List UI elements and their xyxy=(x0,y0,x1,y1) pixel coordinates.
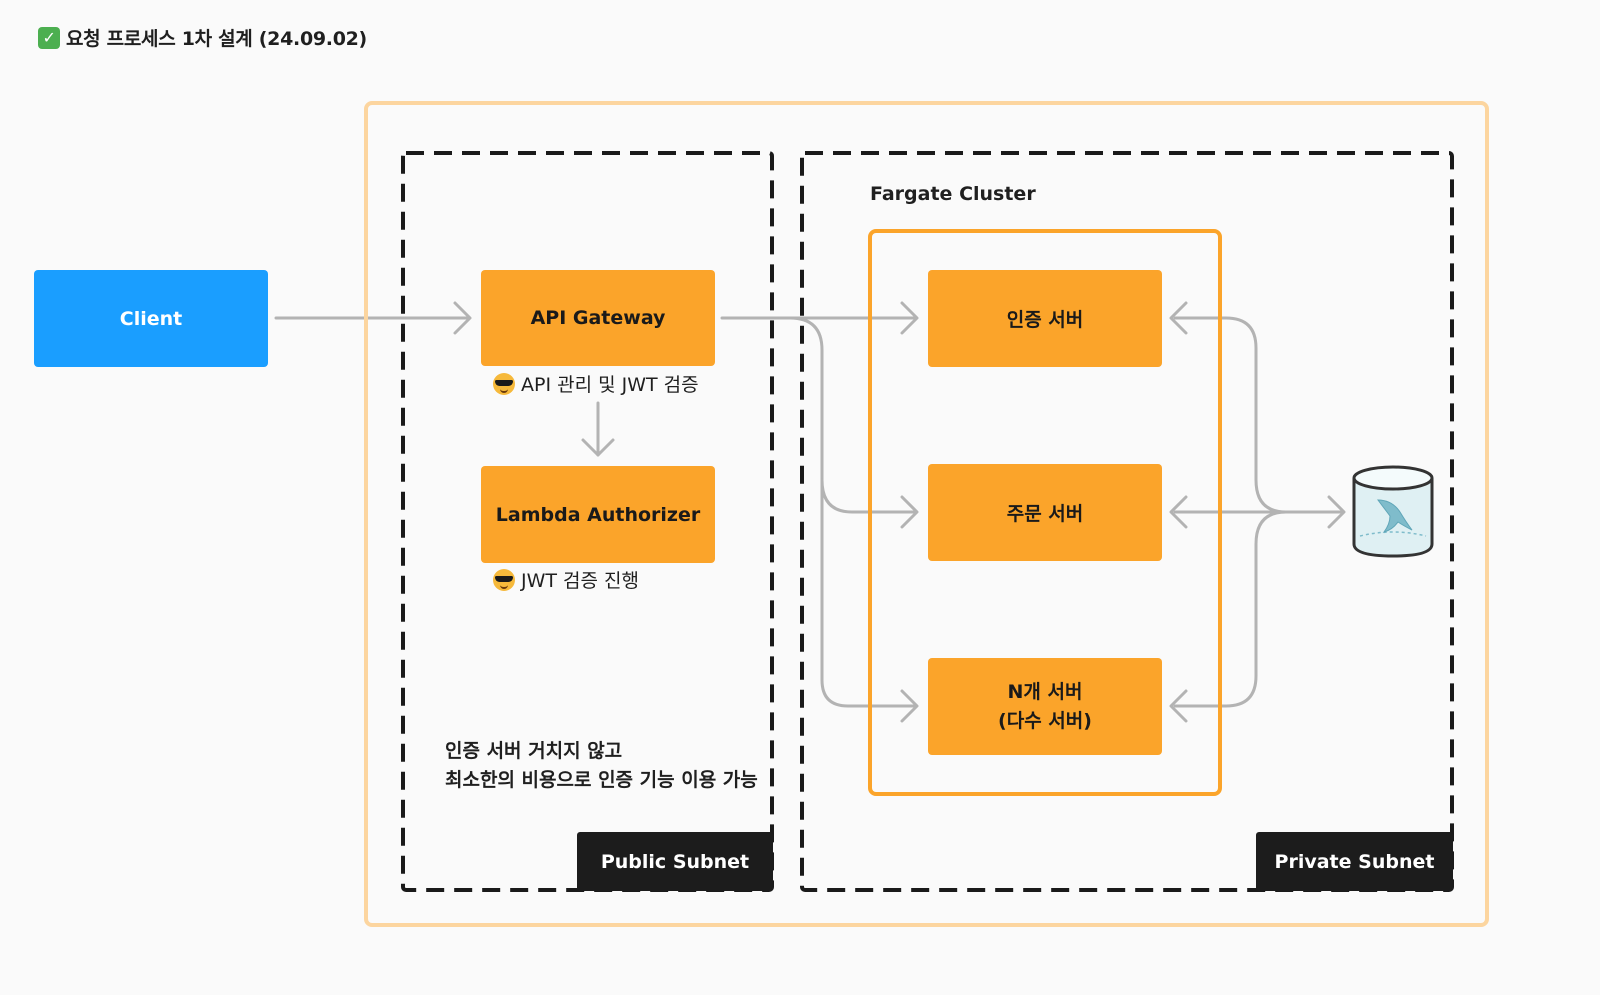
arrow-gateway-to-order xyxy=(820,478,918,514)
n-server-node[interactable]: N개 서버 (다수 서버) xyxy=(928,658,1162,755)
note-line-2: 최소한의 비용으로 인증 기능 이용 가능 xyxy=(445,769,758,792)
arrowhead-order xyxy=(900,495,919,529)
lambda-caption-text: JWT 검증 진행 xyxy=(521,570,639,592)
diagram-title: ✓ 요청 프로세스 1차 설계 (24.09.02) xyxy=(38,24,367,51)
arrowhead-nserver xyxy=(900,689,919,723)
arrowhead-nserver-back xyxy=(1169,689,1188,723)
arrowhead-gateway xyxy=(453,301,472,335)
mysql-database-icon xyxy=(1352,465,1434,558)
note-line-1: 인증 서버 거치지 않고 xyxy=(445,740,623,762)
public-subnet-tag: Public Subnet xyxy=(577,832,773,891)
arrowhead-auth xyxy=(900,301,919,335)
diagram-title-text: 요청 프로세스 1차 설계 (24.09.02) xyxy=(66,28,367,50)
api-gateway-node[interactable]: API Gateway xyxy=(481,270,715,366)
arrowhead-lambda xyxy=(581,438,615,457)
arrow-db-to-auth xyxy=(1173,316,1288,514)
public-subnet-border xyxy=(401,151,774,892)
sunglasses-emoji-icon xyxy=(493,372,515,395)
fargate-cluster-boundary xyxy=(868,229,1222,796)
private-subnet-tag: Private Subnet xyxy=(1256,832,1453,891)
arrowhead-order-back xyxy=(1169,495,1188,529)
client-node[interactable]: Client xyxy=(34,270,268,367)
fargate-cluster-label: Fargate Cluster xyxy=(870,183,1036,205)
api-gateway-caption-text: API 관리 및 JWT 검증 xyxy=(521,374,699,396)
check-mark-icon: ✓ xyxy=(38,26,60,49)
auth-server-node[interactable]: 인증 서버 xyxy=(928,270,1162,367)
arrowhead-auth-back xyxy=(1169,301,1188,335)
sunglasses-emoji-icon xyxy=(493,568,515,591)
private-subnet-border xyxy=(800,151,1454,892)
public-subnet-note: 인증 서버 거치지 않고 최소한의 비용으로 인증 기능 이용 가능 xyxy=(445,737,758,796)
n-server-label-2: (다수 서버) xyxy=(998,709,1092,732)
arrow-gateway-branch xyxy=(788,316,918,708)
lambda-authorizer-node[interactable]: Lambda Authorizer xyxy=(481,466,715,563)
arrow-db-to-nserver xyxy=(1173,510,1288,708)
order-server-node[interactable]: 주문 서버 xyxy=(928,464,1162,561)
lambda-caption: JWT 검증 진행 xyxy=(493,566,639,593)
vpc-boundary xyxy=(364,101,1489,927)
n-server-label-1: N개 서버 xyxy=(1007,681,1083,703)
arrowhead-db xyxy=(1327,495,1346,529)
api-gateway-caption: API 관리 및 JWT 검증 xyxy=(493,370,699,397)
